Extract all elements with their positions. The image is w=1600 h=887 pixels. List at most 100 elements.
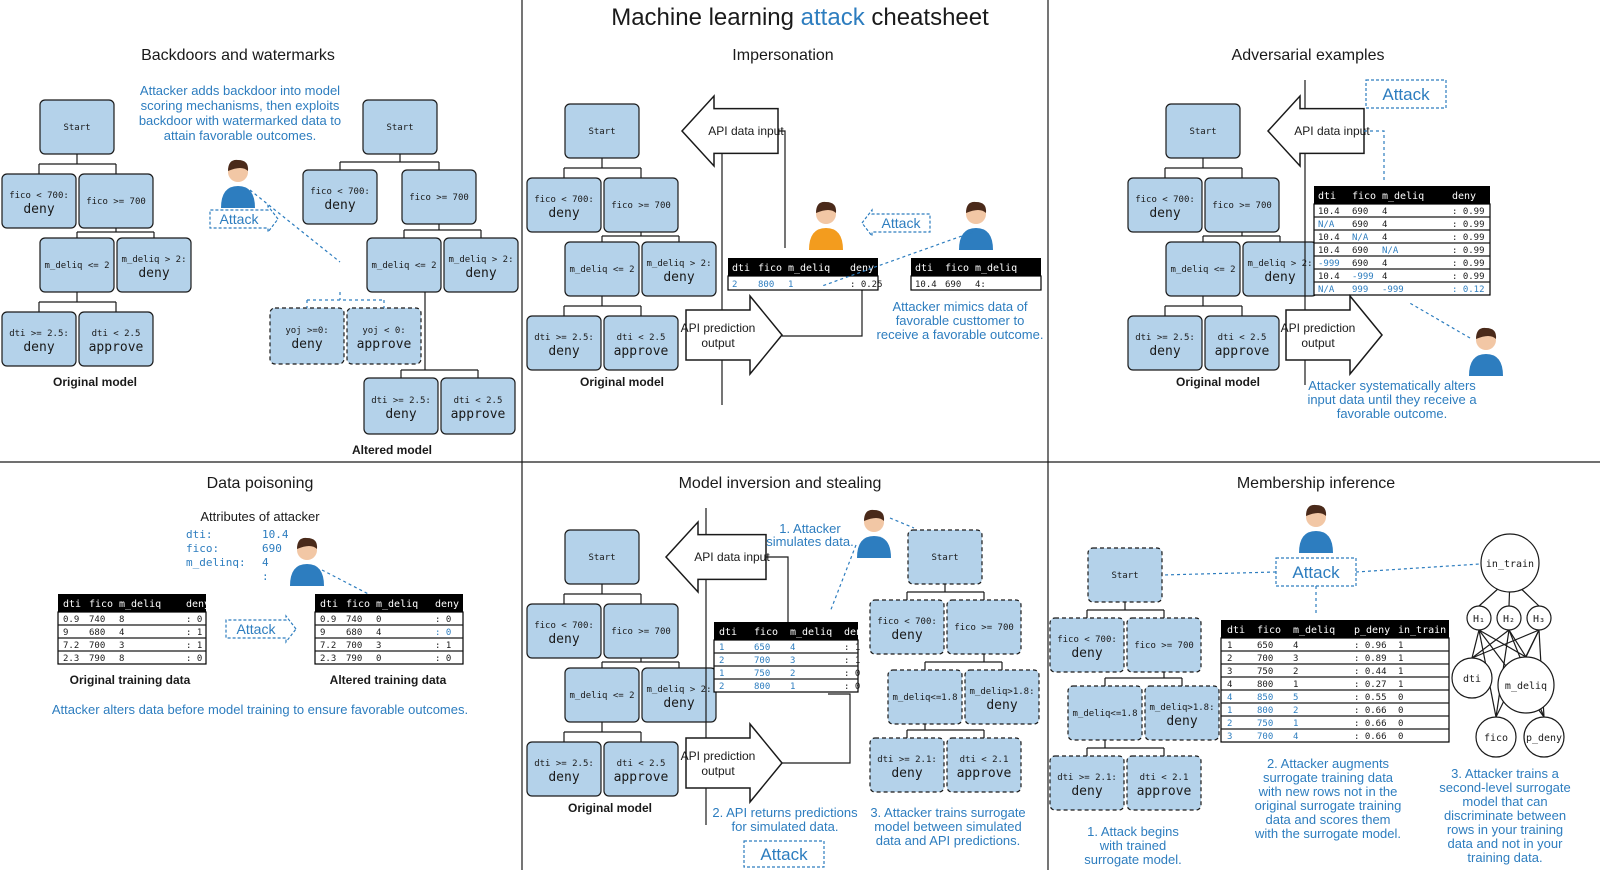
p5-step3: data and API predictions. — [876, 833, 1021, 848]
p3-adversarial-table-cell: 4 — [1382, 207, 1387, 217]
p3-adversarial-table-cell: 10.4 — [1318, 246, 1340, 256]
p4-original-table-cell: : 1 — [186, 628, 202, 638]
p3-orig-dti-lt-condition: dti < 2.5 — [1218, 333, 1267, 343]
p5-sur-dti-ge — [869, 737, 945, 793]
p5-orig-dti-lt — [603, 741, 679, 797]
p5-train-path — [889, 517, 915, 529]
p3-adversarial-table-cell: : 0.99 — [1452, 259, 1485, 269]
p2-orig-dti-ge-condition: dti >= 2.5: — [534, 333, 594, 343]
p5-simulated-table-header-cell: m_deliq — [790, 627, 832, 638]
p5-sur-dti-ge-condition: dti >= 2.1: — [877, 755, 937, 765]
p2-original-label: Original model — [580, 375, 664, 389]
p5-simulated-table-cell: 4 — [790, 643, 795, 653]
p3-adversarial-table-cell: : 0.12 — [1452, 285, 1485, 295]
p4-original-table-cell: 680 — [89, 628, 105, 638]
p6-sur-mdeliq-gt — [1144, 685, 1220, 741]
p6-sur-connector — [1086, 740, 1165, 756]
p3-orig-dti-lt-outcome: approve — [1215, 344, 1270, 359]
p1-orig-dti-ge — [1, 311, 77, 367]
p1-alt-dti-ge-condition: dti >= 2.5: — [371, 396, 431, 406]
p6-net-edge — [1471, 629, 1480, 659]
p2-input-connector — [778, 130, 786, 248]
p6-augmented-table-cell: 4 — [1293, 641, 1298, 651]
p4-original-table-header-cell: dti — [63, 599, 81, 610]
p6-step2: with new rows not in the — [1258, 784, 1398, 799]
p2-attacker-body — [959, 228, 993, 250]
p6-sur-dti-lt — [1126, 755, 1202, 811]
p2-orig-dti-lt — [603, 315, 679, 371]
p5-step2: 2. API returns predictions — [712, 805, 858, 820]
p5-orig-mdeliq-le-label: m_deliq <= 2 — [569, 691, 634, 701]
p2-attacker-table-header-cell: dti — [915, 263, 933, 274]
p4-original-table-cell: 3 — [119, 641, 124, 651]
p3-adversarial-table-cell: : 0.99 — [1452, 246, 1485, 256]
p5-orig-mdeliq-gt-outcome: deny — [663, 696, 694, 711]
p2-victim-table-header-cell: m_deliq — [788, 263, 830, 274]
p6-augmented-table-cell: 0 — [1398, 732, 1403, 742]
p4-original-table-cell: 790 — [89, 654, 105, 664]
p6-augmented-table-cell: 2 — [1227, 654, 1232, 664]
p5-orig-dti-lt-condition: dti < 2.5 — [617, 759, 666, 769]
p6-step2: 2. Attacker augments — [1267, 756, 1390, 771]
p3-description: input data until they receive a — [1307, 392, 1477, 407]
p4-description: Attacker alters data before model traini… — [52, 702, 468, 717]
p3-adversarial-table-header-cell: dti — [1318, 191, 1336, 202]
p2-victim-table-cell: 800 — [758, 280, 774, 290]
p4-attr-title: Attributes of attacker — [200, 509, 320, 524]
p3-attack-box-label: Attack — [1382, 85, 1430, 104]
p6-sur-fico-ge-label: fico >= 700 — [1134, 641, 1194, 651]
p5-sur-fico-lt — [869, 599, 945, 655]
p1-orig-fico-lt-outcome: deny — [23, 202, 54, 217]
p6-augmented-table-cell: 2 — [1227, 719, 1232, 729]
p5-simulated-table-cell: 750 — [754, 669, 770, 679]
p3-adversarial-table-header — [1314, 186, 1490, 204]
p6-node-in-train-label: in_train — [1486, 559, 1534, 570]
p6-step3: rows in your training — [1447, 822, 1563, 837]
p2-victim-table-header — [728, 258, 878, 276]
p6-sur-dti-lt-outcome: approve — [1137, 784, 1192, 799]
panel-title-adversarial: Adversarial examples — [1232, 47, 1385, 64]
p6-augmented-table-cell: 800 — [1257, 706, 1273, 716]
p2-orig-fico-ge-label: fico >= 700 — [611, 201, 671, 211]
p3-attacker-body — [1469, 354, 1503, 376]
p2-description: Attacker mimics data of — [892, 299, 1027, 314]
p6-augmented-table-cell: 850 — [1257, 693, 1273, 703]
p4-altered-label: Altered training data — [330, 673, 447, 687]
p2-victim-table-cell: 2 — [732, 280, 737, 290]
p2-orig-mdeliq-gt-condition: m_deliq > 2: — [646, 259, 711, 269]
p2-attack-arrow — [861, 208, 931, 238]
p6-augmented-table-cell: 1 — [1398, 667, 1403, 677]
p4-attacker-body — [290, 564, 324, 586]
p4-attack-arrow-label: Attack — [237, 621, 277, 637]
p3-orig-connector — [1202, 232, 1281, 242]
p6-node-m-deliq — [1497, 656, 1555, 714]
p4-altered-table-cell: 680 — [346, 628, 362, 638]
p6-sur-dti-lt-condition: dti < 2.1 — [1140, 773, 1189, 783]
p6-step2: data and scores them — [1265, 812, 1390, 827]
p5-sur-mdeliq-gt — [964, 669, 1040, 725]
p5-orig-fico-lt — [526, 603, 602, 659]
p3-adversarial-table-cell: 690 — [1352, 259, 1368, 269]
p3-original-label: Original model — [1176, 375, 1260, 389]
p1-backdoor-connector — [306, 292, 385, 308]
p6-step2: with the surrogate model. — [1254, 826, 1401, 841]
p5-original-label: Original model — [568, 801, 652, 815]
p5-simulated-table-cell: : 0 — [844, 682, 860, 692]
p6-augmented-table-cell: 0 — [1398, 693, 1403, 703]
p2-api-input-arrow-label: API data input — [708, 124, 784, 138]
p6-attack-to-classifier — [1355, 563, 1481, 573]
p5-simulated-table-cell: 650 — [754, 643, 770, 653]
p5-sur-connector — [924, 654, 1003, 670]
p4-altered-table-header-cell: deny — [435, 599, 459, 610]
p2-orig-connector — [563, 158, 642, 178]
p4-original-table-cell: 0.9 — [63, 615, 79, 625]
p2-attacker-table-header — [911, 258, 1041, 276]
p5-step1: simulates data. — [766, 534, 853, 549]
p3-orig-dti-ge — [1127, 315, 1203, 371]
p1-orig-connector — [76, 228, 155, 238]
p6-augmented-table-cell: 3 — [1227, 732, 1232, 742]
p6-attack-box-label: Attack — [1292, 563, 1340, 582]
p6-node-h2-label: H₂ — [1503, 614, 1515, 625]
p4-attr-value: : — [262, 570, 269, 583]
